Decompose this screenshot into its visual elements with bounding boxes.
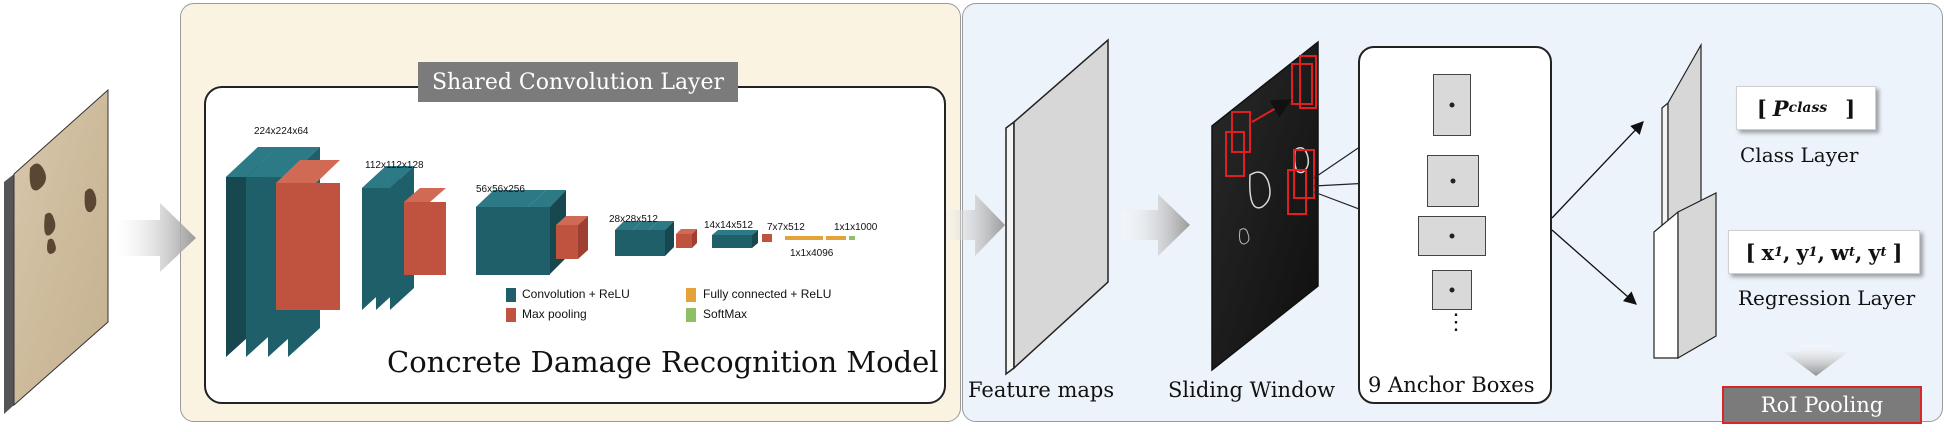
- layer-size-28: 28x28x512: [609, 214, 658, 225]
- vgg-network: [226, 147, 855, 357]
- arrow-input-to-model: [115, 203, 196, 272]
- conv-block-3: [476, 190, 588, 275]
- class-sub: class: [1788, 100, 1828, 116]
- legend-softmax: SoftMax: [703, 307, 748, 321]
- reg-w: w: [1830, 239, 1849, 265]
- layer-size-1000: 1x1x1000: [834, 222, 878, 233]
- conv-block-4: [615, 221, 697, 256]
- legend-fc: Fully connected + ReLU: [703, 287, 832, 301]
- reg-y-sub: 1: [1808, 244, 1818, 260]
- anchor-center-icon: [1450, 178, 1456, 184]
- reg-w-sub: t: [1848, 244, 1855, 260]
- anchor-center-icon: [1449, 102, 1455, 108]
- anchor-box-small: [1432, 270, 1472, 310]
- bracket-open: [: [1745, 239, 1756, 265]
- bracket-close: ]: [1845, 95, 1856, 121]
- anchor-center-icon: [1449, 233, 1455, 239]
- sliding-window-label: Sliding Window: [1168, 378, 1336, 402]
- reg-x-sub: 1: [1773, 244, 1784, 260]
- layer-size-4096: 1x1x4096: [790, 248, 834, 259]
- anchor-box-wide: [1418, 216, 1486, 256]
- model-title: Concrete Damage Recognition Model: [387, 345, 939, 379]
- conv-block-1: [226, 147, 340, 357]
- roi-pooling-label: RoI Pooling: [1722, 386, 1922, 424]
- arrow-regression-to-roi: [1784, 345, 1848, 376]
- anchor-ellipsis: ⋮: [1445, 310, 1467, 335]
- shared-convolution-layer-label: Shared Convolution Layer: [418, 62, 738, 102]
- feature-maps-slab: [1005, 38, 1109, 376]
- comma: ,: [1855, 239, 1863, 265]
- arrow-model-to-features: [938, 194, 1005, 256]
- comma: ,: [1817, 239, 1825, 265]
- sliding-window-slab: [1211, 40, 1319, 372]
- reg-x: x: [1761, 239, 1774, 265]
- feature-maps-label: Feature maps: [968, 378, 1115, 402]
- layer-size-112: 112x112x128: [365, 160, 424, 171]
- fully-connected-layers: [785, 236, 855, 240]
- conv-block-5: [712, 230, 772, 248]
- layer-size-224: 224x224x64: [254, 126, 309, 137]
- legend-swatches: [506, 288, 696, 322]
- reg-yt: y: [1868, 239, 1881, 265]
- class-layer-label: Class Layer: [1740, 143, 1859, 167]
- anchor-box-tall: [1433, 74, 1471, 136]
- input-concrete-image: [4, 88, 109, 414]
- anchor-boxes-label: 9 Anchor Boxes: [1368, 373, 1535, 397]
- bracket-close: ]: [1892, 239, 1903, 265]
- reg-yt-sub: t: [1880, 244, 1887, 260]
- regression-layer-slab: [1653, 192, 1717, 360]
- output-arrows: [1551, 121, 1644, 305]
- reg-y: y: [1796, 239, 1809, 265]
- arrow-features-to-window: [1122, 194, 1190, 256]
- anchor-box-square: [1427, 155, 1479, 207]
- sliding-window-boxes: [1225, 55, 1317, 215]
- conv-block-2: [362, 166, 446, 310]
- layer-size-56: 56x56x256: [476, 184, 525, 195]
- bracket-open: [: [1756, 95, 1767, 121]
- comma: ,: [1783, 239, 1791, 265]
- class-output-box: [ P class ]: [1736, 86, 1876, 130]
- layer-size-7: 7x7x512: [767, 222, 805, 233]
- legend-pool: Max pooling: [522, 307, 587, 321]
- layer-size-14: 14x14x512: [704, 220, 753, 231]
- class-var: P: [1772, 95, 1789, 121]
- regression-layer-label: Regression Layer: [1738, 286, 1916, 310]
- legend-conv: Convolution + ReLU: [522, 287, 630, 301]
- anchor-center-icon: [1449, 287, 1455, 293]
